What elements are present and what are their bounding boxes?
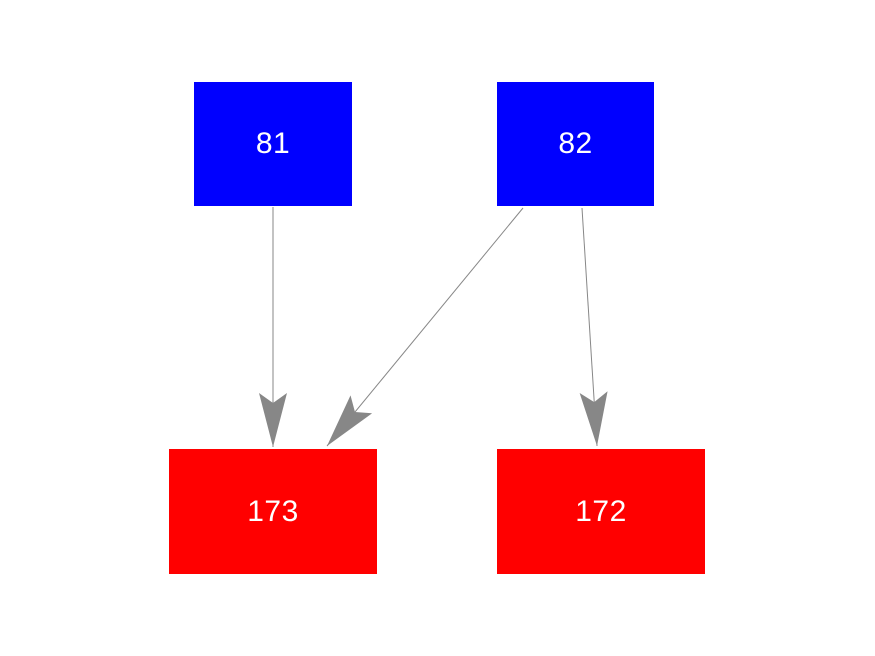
diagram-node-82[interactable]: 82	[497, 82, 654, 206]
node-label: 173	[247, 494, 299, 528]
diagram-node-172[interactable]: 172	[497, 449, 705, 574]
node-label: 172	[575, 494, 627, 528]
edge-82-172	[579, 207, 608, 447]
diagram-node-81[interactable]: 81	[194, 82, 352, 206]
edge-82-173	[326, 207, 524, 447]
node-label: 81	[255, 127, 291, 160]
node-label: 82	[558, 127, 593, 160]
diagram-node-173[interactable]: 173	[169, 449, 377, 574]
